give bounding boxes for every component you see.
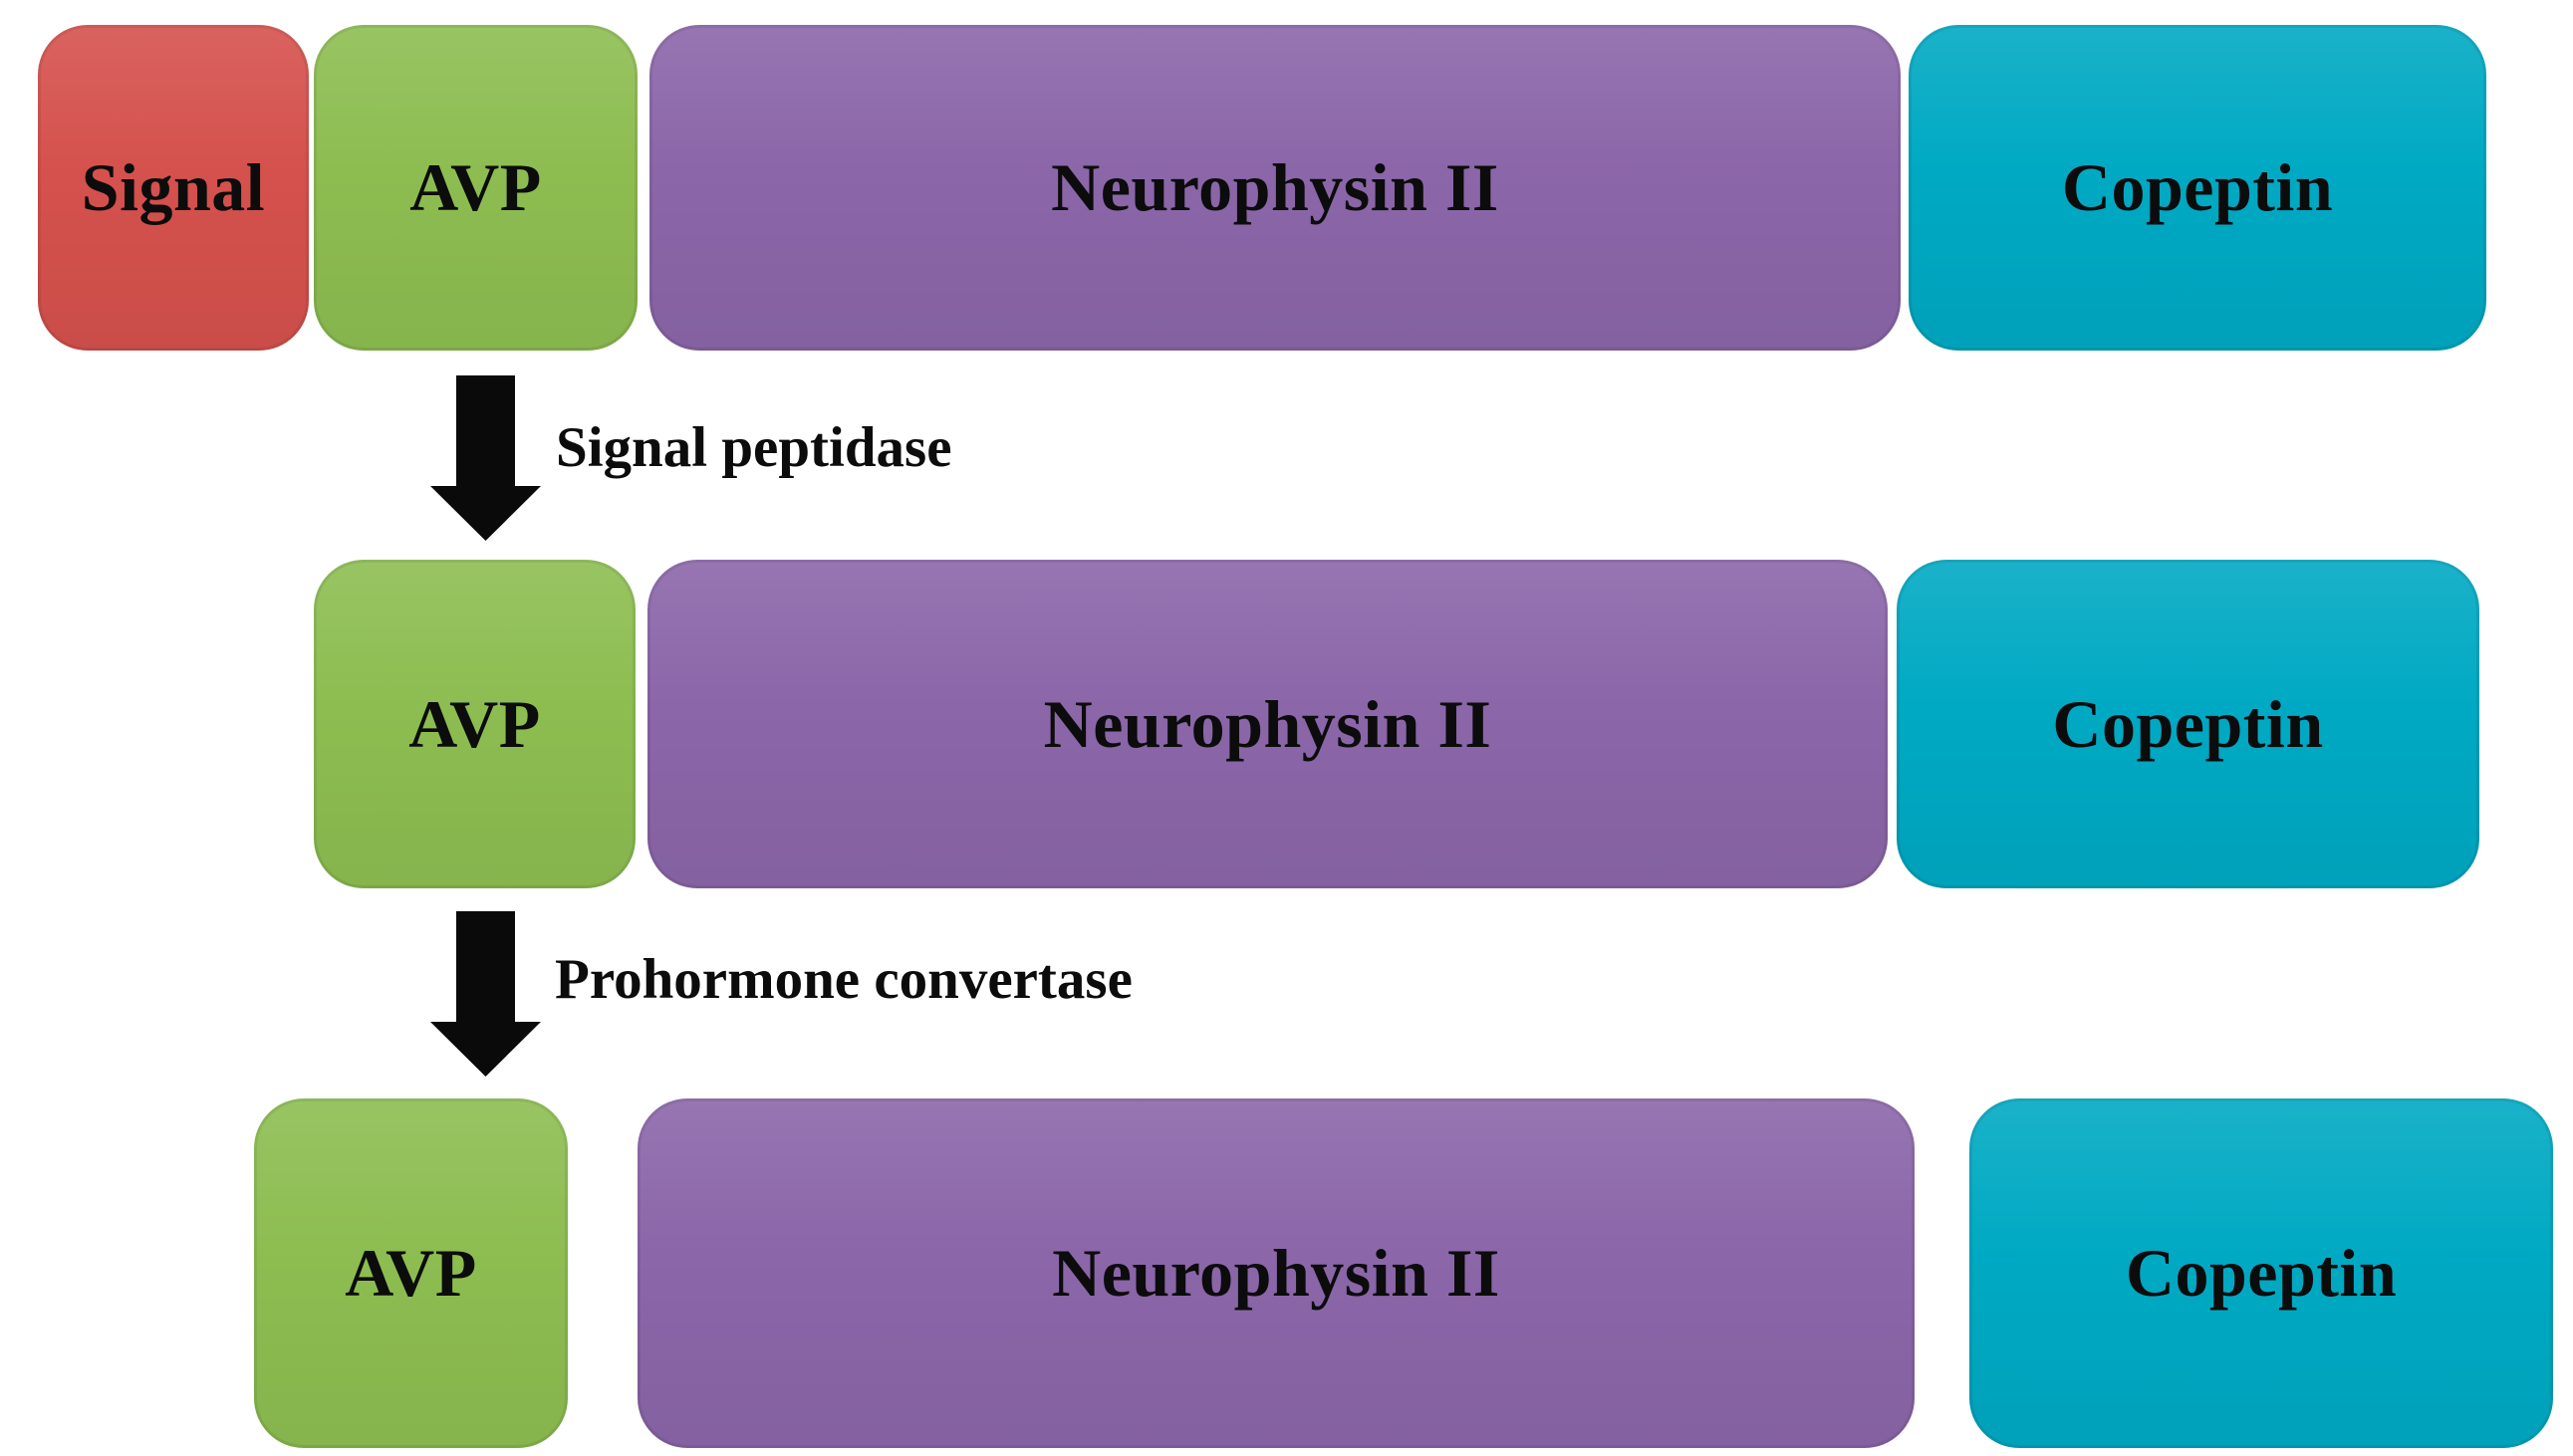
avp-label-row2: AVP [408, 685, 541, 762]
down-arrow-icon-2 [430, 911, 541, 1077]
avp-label-row1: AVP [409, 149, 542, 225]
avp-block-row3: AVP [254, 1098, 568, 1448]
neurophysin-label-row2: Neurophysin II [1043, 685, 1492, 762]
avp-block-row2: AVP [314, 560, 636, 888]
neurophysin-label-row3: Neurophysin II [1052, 1235, 1500, 1311]
copeptin-block-row1: Copeptin [1909, 25, 2486, 351]
avp-block-row1: AVP [314, 25, 638, 351]
prohormone-convertase-label: Prohormone convertase [555, 948, 1133, 1011]
neurophysin-block-row1: Neurophysin II [649, 25, 1901, 351]
copeptin-block-row3: Copeptin [1969, 1098, 2553, 1448]
copeptin-label-row3: Copeptin [2125, 1235, 2398, 1311]
neurophysin-block-row2: Neurophysin II [647, 560, 1888, 888]
signal-peptide-label: Signal [81, 149, 266, 225]
signal-peptide-block: Signal [38, 25, 309, 351]
copeptin-block-row2: Copeptin [1897, 560, 2479, 888]
avp-label-row3: AVP [345, 1235, 477, 1311]
signal-peptidase-label: Signal peptidase [556, 416, 952, 479]
copeptin-label-row2: Copeptin [2052, 685, 2324, 762]
down-arrow-icon-1 [430, 375, 541, 541]
copeptin-label-row1: Copeptin [2061, 149, 2334, 225]
neurophysin-block-row3: Neurophysin II [638, 1098, 1915, 1448]
neurophysin-label-row1: Neurophysin II [1051, 149, 1499, 225]
